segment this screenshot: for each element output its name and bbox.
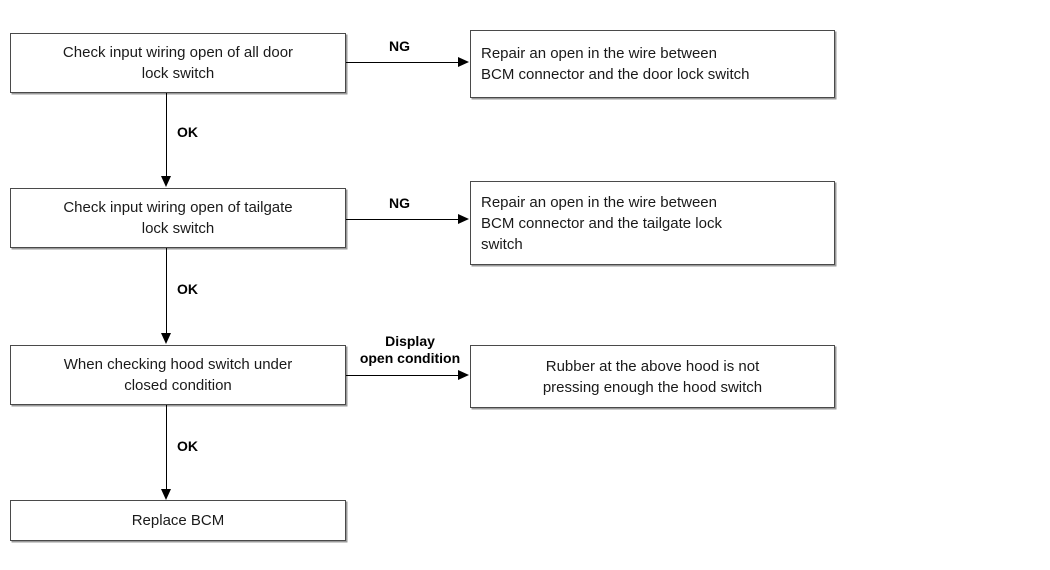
node-check-tailgate-lock-label: Check input wiring open of tailgate lock…: [63, 199, 293, 237]
edge-label-ok-3: OK: [177, 438, 198, 454]
edge-ok-2-line: [166, 248, 167, 334]
node-replace-bcm[interactable]: Replace BCM: [10, 500, 346, 541]
node-check-door-lock-label: Check input wiring open of all door lock…: [62, 44, 294, 82]
node-rubber-hood[interactable]: Rubber at the above hood is not pressing…: [470, 345, 835, 408]
edge-ok-1-arrowhead: [161, 176, 172, 187]
node-check-hood-switch[interactable]: When checking hood switch under closed c…: [10, 345, 346, 405]
node-repair-door-lock-label: Repair an open in the wire between BCM c…: [481, 45, 750, 83]
node-rubber-hood-label: Rubber at the above hood is not pressing…: [542, 357, 763, 396]
edge-display-open-condition-line: [346, 375, 459, 376]
node-replace-bcm-label: Replace BCM: [131, 512, 225, 529]
node-repair-door-lock[interactable]: Repair an open in the wire between BCM c…: [470, 30, 835, 98]
edge-label-ok-2: OK: [177, 281, 198, 297]
edge-ok-2-arrowhead: [161, 333, 172, 344]
edge-ok-3-line: [166, 405, 167, 491]
edge-ok-1-line: [166, 93, 167, 177]
node-check-hood-switch-label: When checking hood switch under closed c…: [63, 356, 293, 394]
node-repair-tailgate-lock-label: Repair an open in the wire between BCM c…: [481, 193, 722, 253]
edge-display-open-condition-arrowhead: [458, 369, 469, 380]
edge-ok-3-arrowhead: [161, 489, 172, 500]
edge-ng-2-arrowhead: [458, 213, 469, 224]
edge-label-ok-1: OK: [177, 124, 198, 140]
edge-ng-1-arrowhead: [458, 56, 469, 67]
node-check-tailgate-lock[interactable]: Check input wiring open of tailgate lock…: [10, 188, 346, 248]
edge-label-display-open-condition: Display open condition: [359, 333, 461, 366]
node-repair-tailgate-lock[interactable]: Repair an open in the wire between BCM c…: [470, 181, 835, 265]
edge-ng-2-line: [346, 219, 459, 220]
edge-label-ng-2: NG: [389, 195, 410, 211]
edge-ng-1-line: [346, 62, 459, 63]
edge-label-ng-1: NG: [389, 38, 410, 54]
node-check-door-lock[interactable]: Check input wiring open of all door lock…: [10, 33, 346, 93]
